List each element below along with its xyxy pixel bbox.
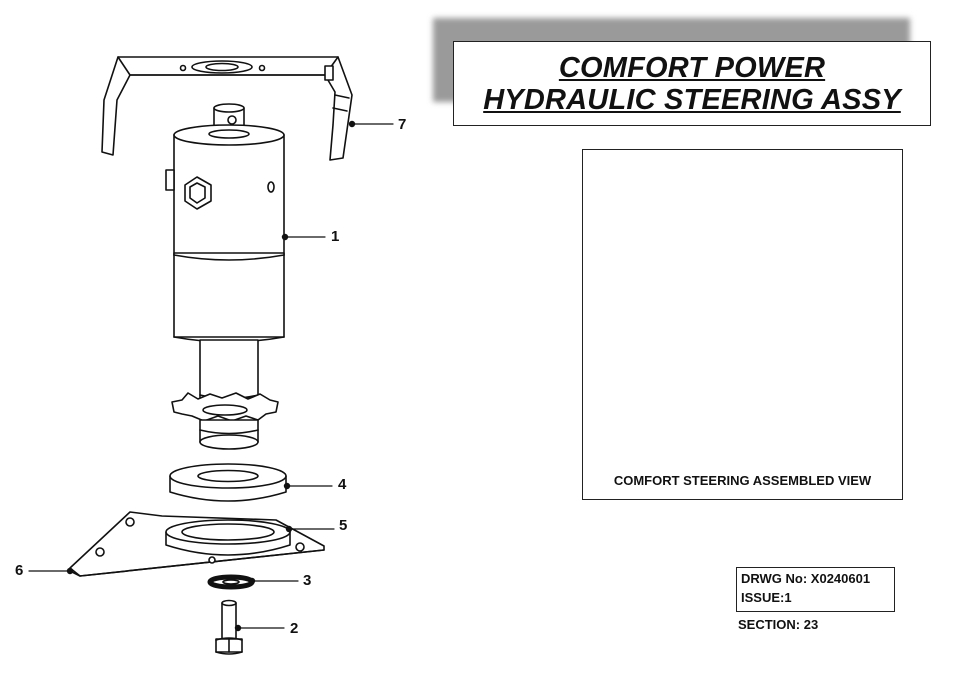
callout-2: 2 bbox=[290, 620, 299, 637]
assembled-view-caption: COMFORT STEERING ASSEMBLED VIEW bbox=[613, 473, 872, 488]
title-line-2: HYDRAULIC STEERING ASSY bbox=[483, 84, 901, 116]
title-block: COMFORT POWER HYDRAULIC STEERING ASSY bbox=[453, 41, 931, 126]
callout-3: 3 bbox=[303, 572, 312, 589]
spacer-ring-part bbox=[169, 463, 287, 502]
assembled-view-frame: COMFORT STEERING ASSEMBLED VIEW bbox=[582, 149, 903, 500]
sprocket-part bbox=[171, 392, 279, 450]
callout-7: 7 bbox=[398, 116, 407, 133]
callout-1: 1 bbox=[331, 228, 340, 245]
drawing-number: DRWG No: X0240601 bbox=[741, 571, 871, 586]
bracket-part bbox=[101, 56, 353, 161]
washer-part bbox=[207, 574, 255, 590]
section-number: SECTION: 23 bbox=[738, 617, 819, 632]
callout-4: 4 bbox=[338, 476, 347, 493]
issue-number: ISSUE:1 bbox=[741, 590, 792, 605]
title-line-1: COMFORT POWER bbox=[558, 52, 826, 84]
drawing-number-box: DRWG No: X0240601 ISSUE:1 bbox=[736, 567, 895, 612]
leader-dots bbox=[66, 120, 356, 632]
bearing-ring-part bbox=[165, 519, 291, 556]
steering-unit-part bbox=[165, 103, 285, 400]
bolt-part bbox=[215, 599, 243, 655]
callout-5: 5 bbox=[339, 517, 348, 534]
leader-lines bbox=[28, 123, 394, 629]
callout-6: 6 bbox=[15, 562, 24, 579]
